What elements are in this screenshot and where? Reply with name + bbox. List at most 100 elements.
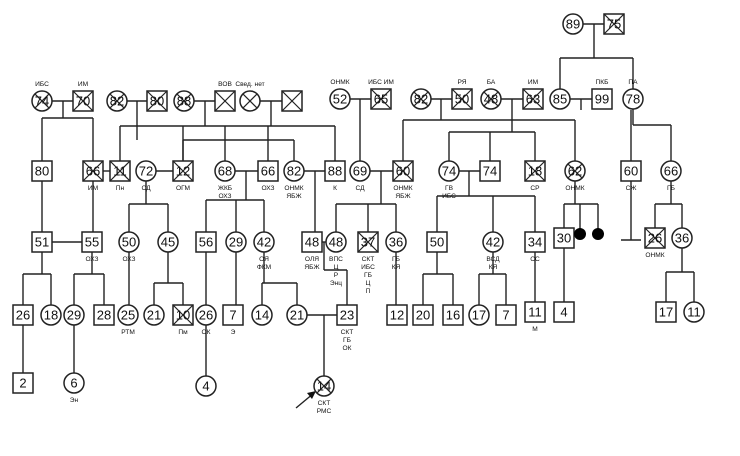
age-label: 21 xyxy=(290,308,304,323)
individual-g2_82b: 82 xyxy=(410,88,432,110)
age-label: 66 xyxy=(261,164,275,179)
male-square xyxy=(12,304,34,326)
age-label: 66 xyxy=(664,164,678,179)
deceased-cross-mark xyxy=(146,90,168,112)
female-circle xyxy=(143,304,165,326)
individual-g5_17b: 17 xyxy=(655,301,677,323)
age-label: 88 xyxy=(328,164,342,179)
diagnosis-label: ПКБ xyxy=(596,79,609,86)
diagnosis-label: ИБС xyxy=(361,264,375,271)
age-label: 80 xyxy=(35,164,49,179)
female-circle xyxy=(63,304,85,326)
diagnosis-label: Ц xyxy=(334,264,339,271)
deceased-infant-dot xyxy=(592,228,604,240)
diagnosis-label: РМС xyxy=(317,408,332,415)
deceased-cross-mark xyxy=(357,231,379,253)
individual-bl1 xyxy=(574,228,586,240)
individual-g2_80: 80 xyxy=(146,90,168,112)
diagnosis-label: ИБС ИМ xyxy=(368,79,394,86)
female-circle xyxy=(385,231,407,253)
age-label: 85 xyxy=(553,92,567,107)
age-label: 36 xyxy=(675,231,689,246)
deceased-cross-mark xyxy=(524,160,546,182)
individual-i89: 89 xyxy=(562,13,584,35)
male-square xyxy=(524,301,546,323)
age-label: 72 xyxy=(139,164,153,179)
female-circle xyxy=(549,88,571,110)
deceased-cross-mark xyxy=(109,160,131,182)
age-label: 60 xyxy=(396,164,410,179)
deceased-cross-mark xyxy=(392,160,414,182)
male-square xyxy=(222,304,244,326)
age-label: 74 xyxy=(483,164,497,179)
deceased-cross-mark xyxy=(109,93,125,109)
age-label: 2 xyxy=(19,376,26,391)
age-label: 29 xyxy=(229,235,243,250)
female-circle xyxy=(225,231,247,253)
deceased-cross-mark xyxy=(214,90,236,112)
individual-g4_29: 29 xyxy=(225,231,247,253)
male-square xyxy=(81,231,103,253)
individual-g5_7b: 7 xyxy=(495,304,517,326)
female-circle xyxy=(438,160,460,182)
individual-i75: 75 xyxy=(603,13,625,35)
diagnosis-label: Энц xyxy=(330,280,342,287)
male-square xyxy=(553,227,575,249)
diagnosis-label: Р xyxy=(334,272,339,279)
female-circle xyxy=(117,304,139,326)
age-label: 21 xyxy=(147,308,161,323)
individual-g4_36b: 36 xyxy=(671,227,693,249)
diagnosis-label: СКТ xyxy=(362,256,375,263)
male-square xyxy=(442,304,464,326)
individual-g5_20: 20 xyxy=(412,304,434,326)
individual-g2_85: 85 xyxy=(549,88,571,110)
female-circle xyxy=(63,372,85,394)
female-circle xyxy=(157,231,179,253)
diagnosis-label: СР xyxy=(530,185,540,192)
individual-g4_45: 45 xyxy=(157,231,179,253)
female-circle xyxy=(349,160,371,182)
male-square xyxy=(524,231,546,253)
diagnosis-label: ИМ xyxy=(528,79,538,86)
female-circle xyxy=(329,88,351,110)
age-label: 4 xyxy=(560,305,567,320)
age-label: 63 xyxy=(526,92,540,107)
diagnosis-label: ГБ xyxy=(364,272,372,279)
diagnosis-label: РТМ xyxy=(121,329,135,336)
individual-g2_88: 88 xyxy=(173,90,195,112)
female-circle xyxy=(468,304,490,326)
diagnosis-label: ИБС xyxy=(442,193,456,200)
age-label: 89 xyxy=(566,17,580,32)
male-square xyxy=(553,301,575,323)
male-square xyxy=(301,231,323,253)
age-label: 78 xyxy=(626,92,640,107)
diagnosis-label: ОЛЯ xyxy=(305,256,319,263)
age-label: 30 xyxy=(557,231,571,246)
individual-g3_88: 88К xyxy=(324,160,346,192)
male-square xyxy=(31,231,53,253)
deceased-cross-mark xyxy=(522,88,544,110)
diagnosis-label: ФКМ xyxy=(257,264,271,271)
diagnosis-label: КЯ xyxy=(489,264,498,271)
diagnosis-label: СД xyxy=(355,185,365,192)
deceased-infant-dot xyxy=(574,228,586,240)
diagnosis-label: Свед. нет xyxy=(235,81,264,88)
age-label: 82 xyxy=(414,92,428,107)
